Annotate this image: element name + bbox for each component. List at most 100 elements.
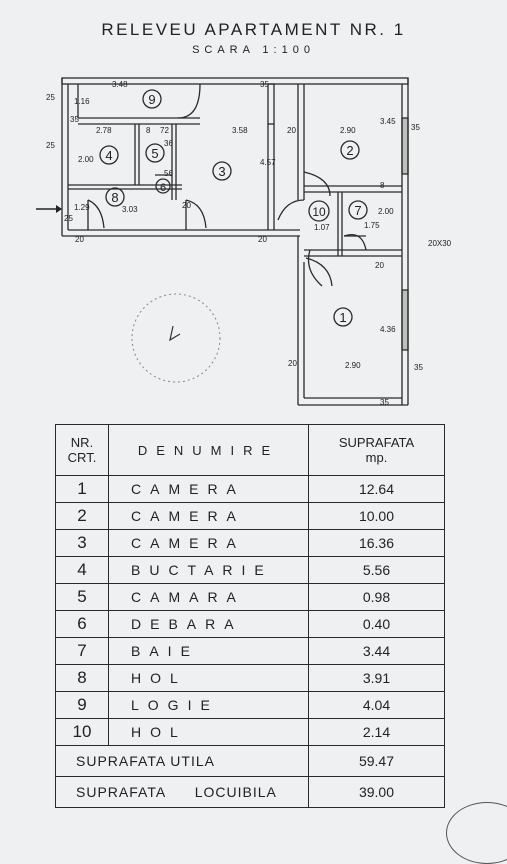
room-label-8: 8 — [111, 190, 118, 205]
row-area: 3.91 — [308, 664, 445, 692]
row-name: CAMERA — [108, 502, 309, 530]
row-nr: 8 — [55, 664, 109, 692]
summary-label: SUPRAFATA LOCUIBILA — [55, 776, 309, 808]
row-name: DEBARA — [108, 610, 309, 638]
dim-label: 35 — [380, 398, 389, 407]
stamp-icon — [446, 802, 507, 864]
summary-value: 59.47 — [308, 745, 445, 777]
dim-label: 3.45 — [380, 117, 396, 126]
dim-label: 3.03 — [122, 205, 138, 214]
row-name: HOL — [108, 718, 309, 746]
dim-label: 8 — [146, 126, 151, 135]
summary-value: 39.00 — [308, 776, 445, 808]
col-header-area: SUPRAFATA mp. — [308, 424, 445, 476]
dim-label: 1.75 — [364, 221, 380, 230]
dim-label: 2.90 — [345, 361, 361, 370]
room-label-7: 7 — [354, 203, 361, 218]
row-name: LOGIE — [108, 691, 309, 719]
row-name: HOL — [108, 664, 309, 692]
room-label-1: 1 — [339, 310, 346, 325]
row-nr: 3 — [55, 529, 109, 557]
dim-label: 8 — [380, 181, 385, 190]
row-area: 4.04 — [308, 691, 445, 719]
plan-scale: SCARA 1:100 — [192, 44, 315, 56]
dim-label: 35 — [70, 115, 79, 124]
room-label-9: 9 — [148, 92, 155, 107]
row-nr: 9 — [55, 691, 109, 719]
summary-row-locuibila: SUPRAFATA LOCUIBILA 39.00 — [55, 776, 445, 808]
row-nr: 10 — [55, 718, 109, 746]
dim-label: 20X30 — [428, 239, 452, 248]
dim-label: 20 — [287, 126, 296, 135]
dim-label: 20 — [288, 359, 297, 368]
dim-label: 3.48 — [112, 80, 128, 89]
plan-title: RELEVEU APARTAMENT NR. 1 — [101, 20, 406, 39]
room-label-3: 3 — [218, 164, 225, 179]
dim-label: 36 — [164, 139, 173, 148]
stamp-icon — [131, 293, 221, 383]
room-label-5: 5 — [151, 146, 158, 161]
row-area: 10.00 — [308, 502, 445, 530]
row-name: BAIE — [108, 637, 309, 665]
row-area: 0.98 — [308, 583, 445, 611]
dim-label: 56 — [164, 169, 173, 178]
dim-label: 2.00 — [378, 207, 394, 216]
row-nr: 7 — [55, 637, 109, 665]
dim-label: 3.58 — [232, 126, 248, 135]
row-name: BUCTARIE — [108, 556, 309, 584]
dim-label: 2.78 — [96, 126, 112, 135]
dim-label: 20 — [258, 235, 267, 244]
row-area: 5.56 — [308, 556, 445, 584]
row-nr: 2 — [55, 502, 109, 530]
dim-label: 20 — [182, 201, 191, 210]
dim-label: 20 — [375, 261, 384, 270]
row-area: 2.14 — [308, 718, 445, 746]
col-header-name: DENUMIRE — [108, 424, 309, 476]
floor-plan: 1 2 3 4 5 6 7 8 9 10 3.48 35 25 1.16 35 … — [36, 77, 452, 407]
table-header-row: NR. CRT. DENUMIRE SUPRAFATA mp. — [55, 424, 445, 476]
summary-label: SUPRAFATA UTILA — [55, 745, 309, 777]
summary-row-utila: SUPRAFATA UTILA 59.47 — [55, 745, 445, 777]
dim-label: 25 — [46, 93, 55, 102]
row-area: 12.64 — [308, 475, 445, 503]
dim-label: 25 — [46, 141, 55, 150]
dim-label: 2.90 — [340, 126, 356, 135]
dim-label: 1.29 — [74, 203, 90, 212]
dim-label: 4.57 — [260, 158, 276, 167]
row-nr: 1 — [55, 475, 109, 503]
dim-label: 20 — [75, 235, 84, 244]
dim-label: 1.07 — [314, 223, 330, 232]
row-nr: 5 — [55, 583, 109, 611]
row-area: 16.36 — [308, 529, 445, 557]
room-label-10: 10 — [312, 205, 326, 219]
row-nr: 4 — [55, 556, 109, 584]
row-area: 3.44 — [308, 637, 445, 665]
row-name: CAMERA — [108, 529, 309, 557]
dim-label: 2.00 — [78, 155, 94, 164]
row-area: 0.40 — [308, 610, 445, 638]
row-name: CAMERA — [108, 475, 309, 503]
dim-label: 25 — [64, 214, 73, 223]
room-label-4: 4 — [105, 148, 112, 163]
dim-label: 35 — [260, 80, 269, 89]
dim-label: 35 — [414, 363, 423, 372]
room-label-2: 2 — [346, 143, 353, 158]
room-label-6: 6 — [160, 182, 166, 194]
row-nr: 6 — [55, 610, 109, 638]
col-header-nr: NR. CRT. — [55, 424, 109, 476]
dim-label: 35 — [411, 123, 420, 132]
row-name: CAMARA — [108, 583, 309, 611]
dim-label: 4.36 — [380, 325, 396, 334]
dim-label: 72 — [160, 126, 169, 135]
